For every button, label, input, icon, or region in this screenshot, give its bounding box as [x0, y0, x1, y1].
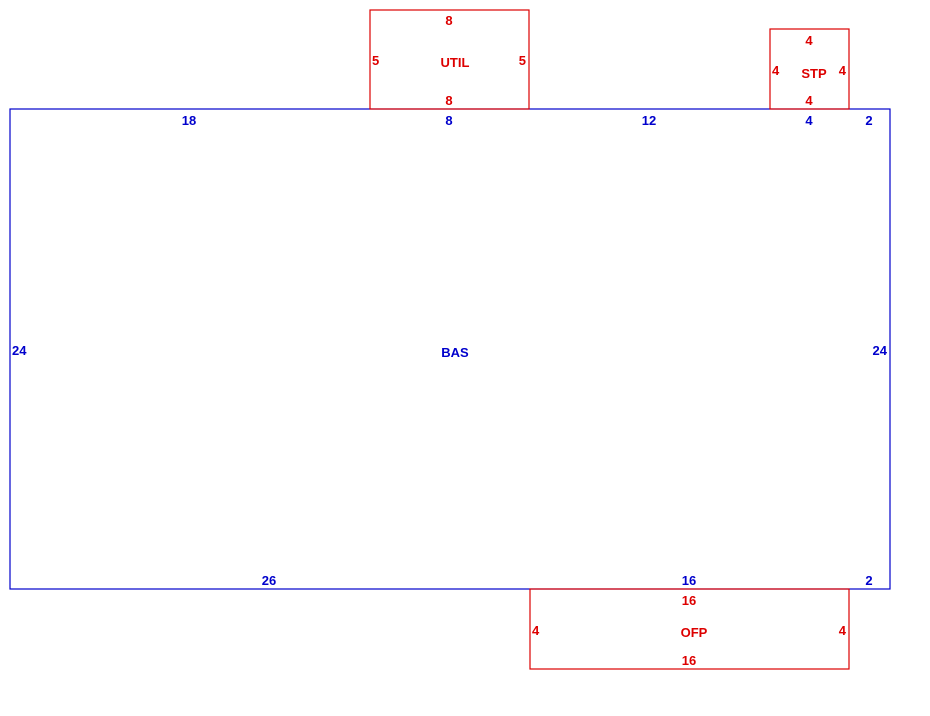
ofp-area: OFP 16 16 4 4 [529, 588, 850, 670]
bas-left-dim: 24 [12, 343, 27, 358]
bas-bottom-dim-1: 26 [262, 573, 276, 588]
bas-label: BAS [441, 345, 469, 360]
util-right-dim: 5 [519, 53, 526, 68]
stp-bottom-dim: 4 [805, 93, 813, 108]
util-left-dim: 5 [372, 53, 379, 68]
bas-bottom-dim-2: 16 [682, 573, 696, 588]
bas-top-dim-5: 2 [865, 113, 872, 128]
bas-bottom-dim-3: 2 [865, 573, 872, 588]
ofp-bottom-dim: 16 [682, 653, 696, 668]
bas-top-dim-2: 8 [445, 113, 452, 128]
ofp-outline [529, 588, 850, 670]
util-top-dim: 8 [445, 13, 452, 28]
bas-top-dim-4: 4 [805, 113, 813, 128]
stp-label: STP [801, 66, 827, 81]
ofp-label: OFP [681, 625, 708, 640]
stp-area: STP 4 4 4 4 [769, 28, 850, 110]
bas-top-dim-3: 12 [642, 113, 656, 128]
stp-right-dim: 4 [839, 63, 847, 78]
stp-outline [769, 28, 850, 110]
util-outline [369, 9, 530, 110]
util-bottom-dim: 8 [445, 93, 452, 108]
util-area: UTIL 8 8 5 5 [369, 9, 530, 110]
stp-left-dim: 4 [772, 63, 780, 78]
bas-right-dim: 24 [873, 343, 888, 358]
bas-top-dim-1: 18 [182, 113, 196, 128]
ofp-right-dim: 4 [839, 623, 847, 638]
ofp-top-dim: 16 [682, 593, 696, 608]
stp-top-dim: 4 [805, 33, 813, 48]
ofp-left-dim: 4 [532, 623, 540, 638]
util-label: UTIL [441, 55, 470, 70]
bas-area: BAS 18 8 12 4 2 24 24 26 16 2 [9, 108, 891, 590]
